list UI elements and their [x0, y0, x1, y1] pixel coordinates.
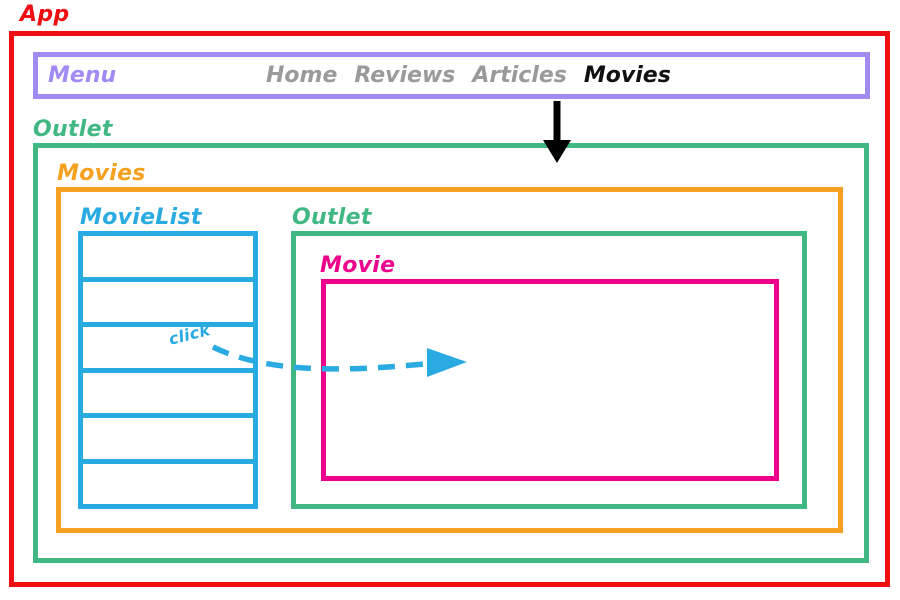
movie-list-row[interactable] — [83, 464, 253, 505]
outlet-inner-label: Outlet — [292, 205, 372, 230]
movie-list-row[interactable] — [83, 418, 253, 464]
menu-box: Menu Home Reviews Articles Movies — [33, 52, 870, 99]
outlet-outer-label: Outlet — [33, 117, 113, 142]
movie-label: Movie — [320, 253, 396, 278]
movie-list-row[interactable] — [83, 373, 253, 418]
movie-list-row[interactable] — [83, 327, 253, 373]
nav-item-articles[interactable]: Articles — [472, 63, 567, 88]
movie-box — [321, 279, 779, 481]
movie-list-row[interactable] — [83, 282, 253, 327]
movie-list-row[interactable] — [83, 236, 253, 282]
movies-label: Movies — [57, 161, 146, 186]
menu-nav: Home Reviews Articles Movies — [266, 57, 671, 94]
nav-item-movies[interactable]: Movies — [583, 63, 671, 88]
movielist-box — [78, 231, 258, 509]
app-label: App — [20, 2, 70, 27]
movielist-label: MovieList — [80, 205, 202, 230]
nav-item-home[interactable]: Home — [266, 63, 338, 88]
nav-item-reviews[interactable]: Reviews — [354, 63, 456, 88]
menu-label: Menu — [48, 63, 117, 88]
